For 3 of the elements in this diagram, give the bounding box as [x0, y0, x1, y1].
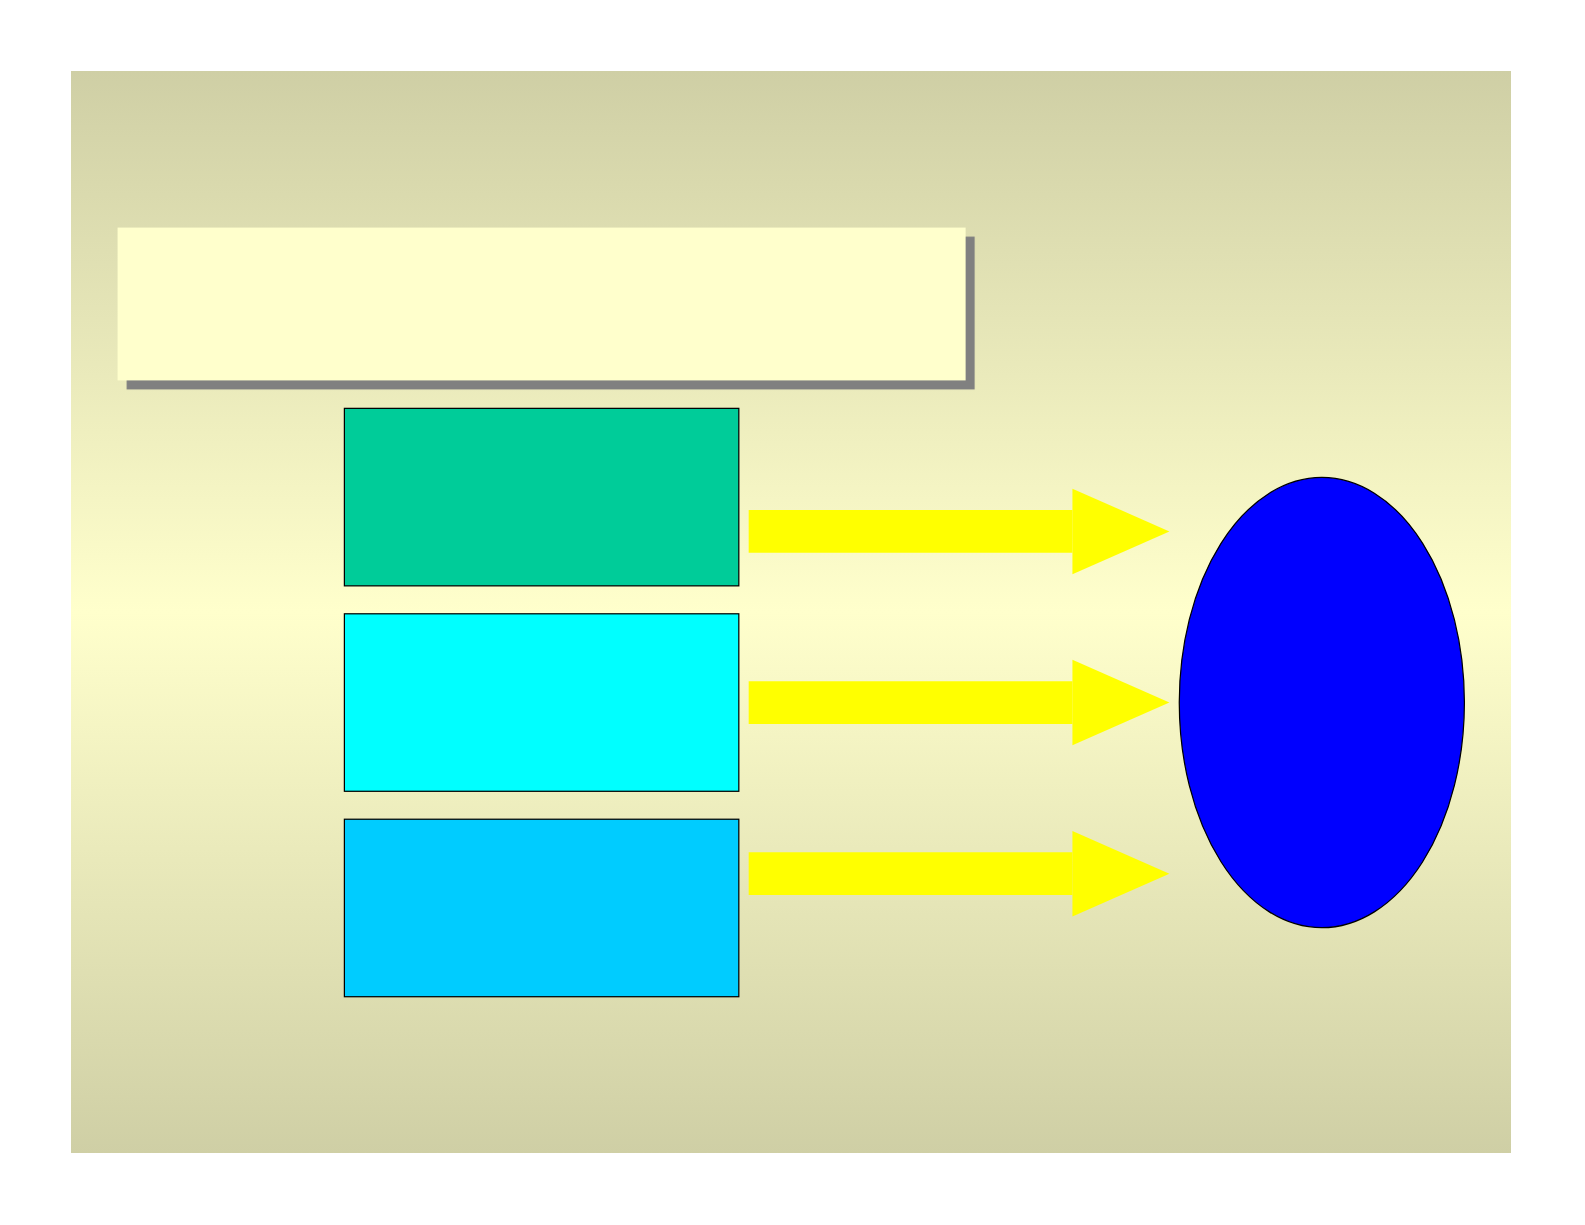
block-arrow	[748, 830, 1170, 917]
block-arrow	[748, 488, 1170, 574]
block-arrow	[748, 659, 1170, 746]
